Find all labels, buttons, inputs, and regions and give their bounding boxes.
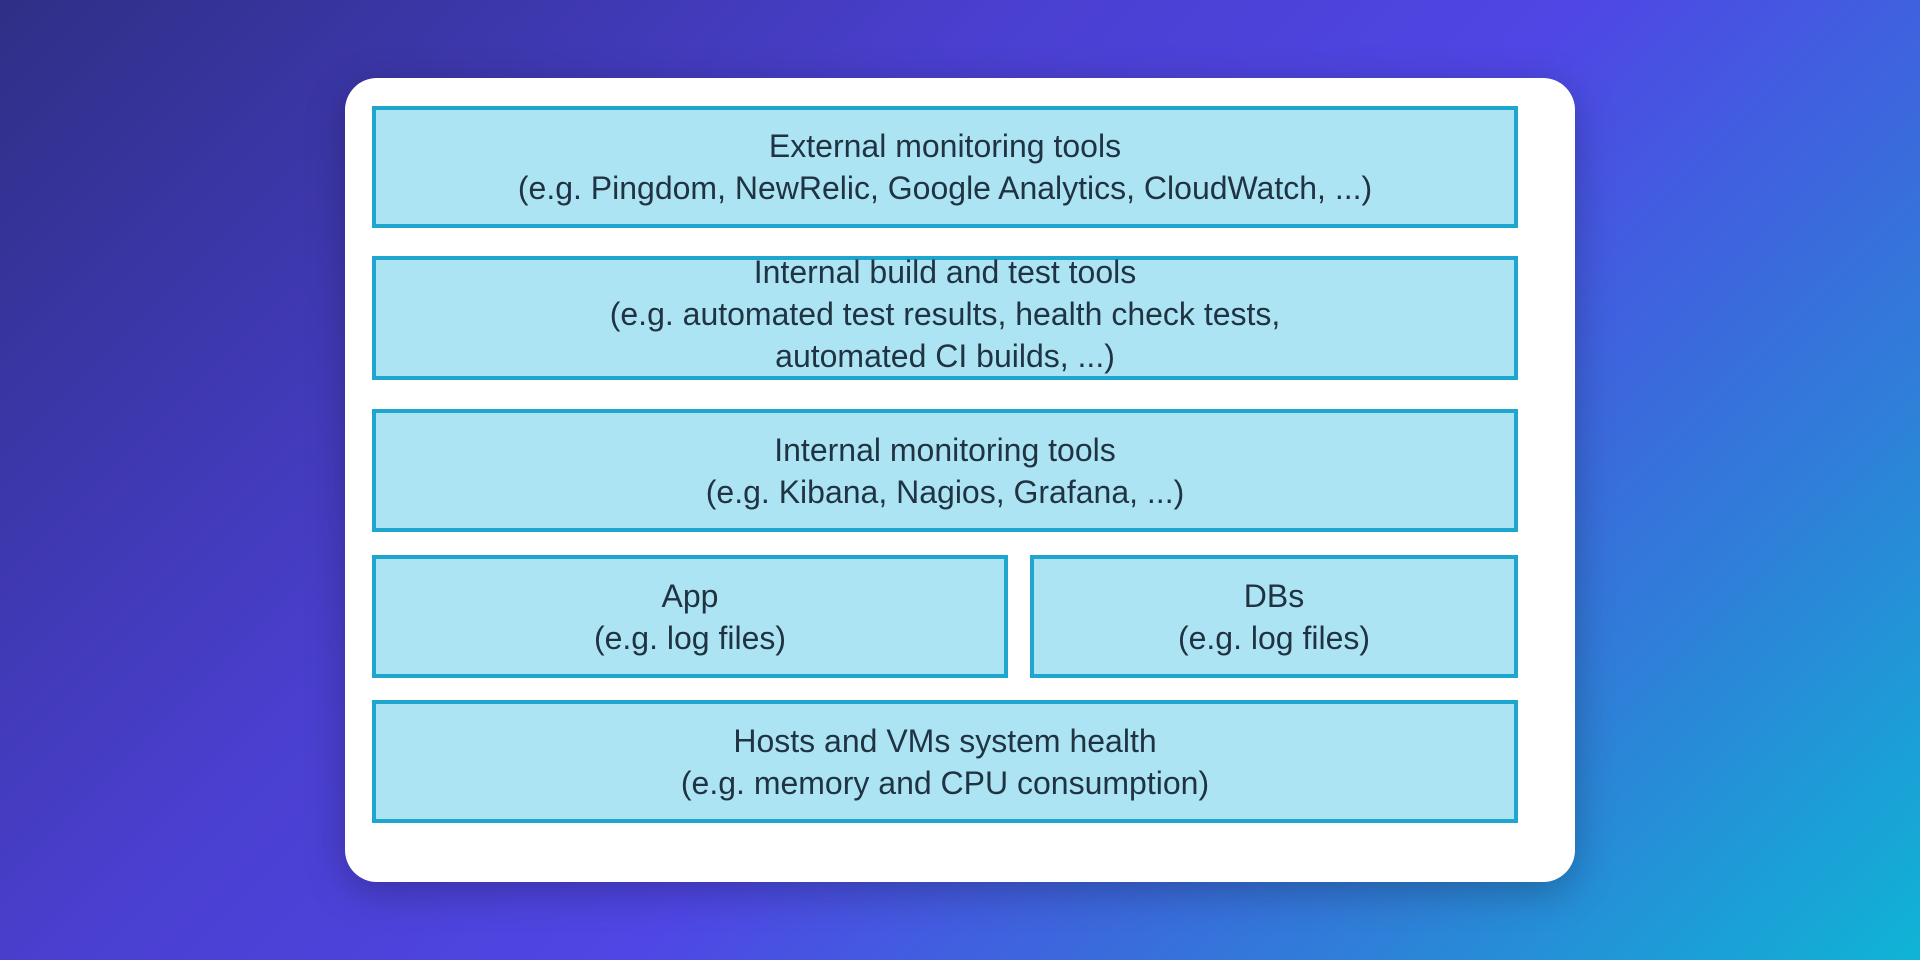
- layer-title: Hosts and VMs system health: [733, 722, 1157, 759]
- layer-app: App (e.g. log files): [372, 555, 1008, 678]
- diagram-card: External monitoring tools (e.g. Pingdom,…: [345, 78, 1575, 882]
- layer-text: Hosts and VMs system health (e.g. memory…: [681, 720, 1209, 804]
- layer-examples: (e.g. memory and CPU consumption): [680, 764, 1210, 801]
- layer-title: Internal build and test tools: [753, 254, 1137, 290]
- layer-text: DBs (e.g. log files): [1178, 575, 1370, 659]
- layer-text: Internal build and test tools (e.g. auto…: [610, 251, 1281, 377]
- layer-hosts-and-vms-system-health: Hosts and VMs system health (e.g. memory…: [372, 700, 1518, 823]
- layer-examples: (e.g. log files): [593, 619, 787, 656]
- layer-external-monitoring-tools: External monitoring tools (e.g. Pingdom,…: [372, 106, 1518, 228]
- layer-examples: (e.g. log files): [1177, 619, 1371, 656]
- layer-examples: (e.g. automated test results, health che…: [609, 296, 1281, 332]
- layer-title: App: [661, 577, 719, 614]
- layer-text: External monitoring tools (e.g. Pingdom,…: [518, 125, 1372, 209]
- layer-text: App (e.g. log files): [594, 575, 786, 659]
- layer-internal-monitoring-tools: Internal monitoring tools (e.g. Kibana, …: [372, 409, 1518, 532]
- layer-text: Internal monitoring tools (e.g. Kibana, …: [706, 429, 1184, 513]
- layer-examples-continued: automated CI builds, ...): [775, 338, 1115, 374]
- layer-title: Internal monitoring tools: [774, 431, 1116, 468]
- layer-examples: (e.g. Kibana, Nagios, Grafana, ...): [705, 473, 1185, 510]
- layer-title: External monitoring tools: [768, 128, 1122, 164]
- layer-title: DBs: [1243, 577, 1305, 614]
- layer-examples: (e.g. Pingdom, NewRelic, Google Analytic…: [517, 170, 1373, 206]
- layer-internal-build-and-test-tools: Internal build and test tools (e.g. auto…: [372, 254, 1518, 380]
- layer-dbs: DBs (e.g. log files): [1030, 555, 1518, 678]
